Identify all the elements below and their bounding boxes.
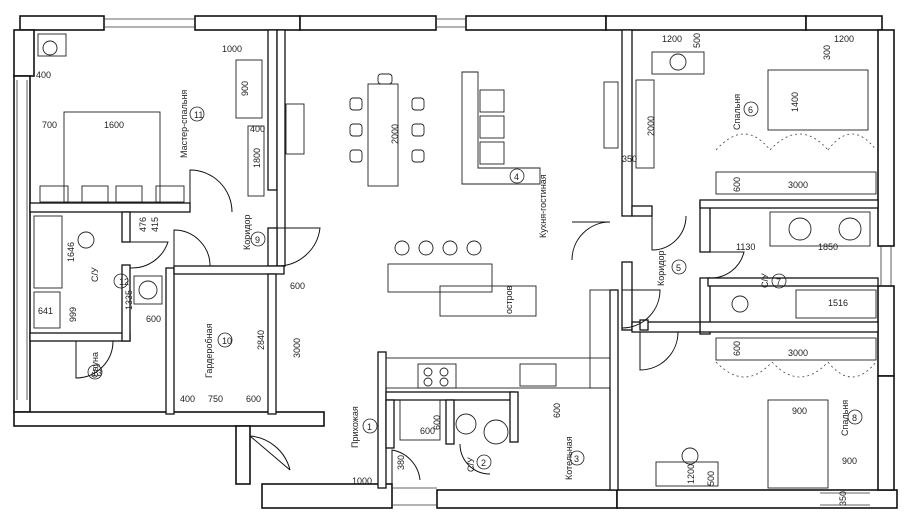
room-bathroom-small-label: С/У — [466, 457, 476, 472]
room-master-bedroom-label: Мастер-спальня — [179, 90, 189, 158]
toilet-left — [77, 231, 95, 249]
dim-2000-table: 2000 — [390, 124, 400, 144]
room-kitchen-living-label: Кухня-гостиная — [538, 174, 548, 238]
dim-2840: 2840 — [256, 330, 266, 350]
room-bathroom-left-label: С/У — [90, 267, 100, 282]
bathtub-left — [33, 215, 63, 289]
dim-500-br: 500 — [692, 33, 702, 48]
dim-500-br3: 500 — [706, 471, 716, 486]
bedroom-top-bed — [767, 69, 869, 131]
dim-380: 380 — [396, 455, 406, 470]
dim-1200-br3: 1200 — [686, 464, 696, 484]
room-boiler-num: 3 — [574, 454, 579, 464]
room-corridor-right-num: 5 — [676, 263, 681, 273]
dim-1600: 1600 — [104, 120, 124, 130]
dim-1000-hall: 1000 — [352, 476, 372, 486]
dim-900-mb: 900 — [240, 81, 250, 96]
dim-350: 350 — [622, 154, 637, 164]
dim-600-br3: 600 — [732, 341, 742, 356]
dim-2000-br: 2000 — [646, 116, 656, 136]
dim-1516: 1516 — [828, 298, 848, 308]
pendant-light — [394, 240, 410, 256]
windows — [16, 18, 892, 506]
room-bathroom-small-num: 2 — [481, 458, 486, 468]
dim-600-br: 600 — [732, 177, 742, 192]
dim-3000-w: 3000 — [292, 338, 302, 358]
room-corridor-left-num: 9 — [255, 235, 260, 245]
dim-750: 750 — [208, 394, 223, 404]
room-sauna-num: 13 — [92, 368, 102, 378]
light-arcs — [715, 133, 877, 378]
room-corridor-left-label: Коридор — [242, 214, 252, 250]
room-hall-label: Прихожая — [350, 406, 360, 448]
master-bed — [63, 111, 161, 203]
dim-600-bath: 600 — [146, 314, 161, 324]
sofa — [461, 71, 541, 185]
room-boiler-label: Котельная — [564, 436, 574, 480]
dim-476: 476 — [138, 217, 148, 232]
room-bathroom-left-num: 12 — [119, 277, 129, 287]
dim-1400-bed: 1400 — [790, 92, 800, 112]
dim-1000-mb: 1000 — [222, 44, 242, 54]
dim-600-boiler: 600 — [552, 403, 562, 418]
dim-1130: 1130 — [736, 242, 755, 252]
furniture — [33, 33, 877, 489]
dim-1335: 1335 — [124, 290, 134, 310]
room-wardrobe-num: 10 — [222, 336, 232, 346]
dim-600-w2: 600 — [246, 394, 261, 404]
dimension-labels: 1000 400 700 1600 900 400 1800 476 415 1… — [36, 33, 857, 506]
dim-400-mb: 400 — [36, 70, 51, 80]
room-bathroom-right-num: 7 — [776, 277, 781, 287]
island-label: остров — [504, 285, 514, 314]
dim-300-br: 300 — [822, 45, 832, 60]
toilet-right — [731, 295, 749, 313]
dim-700: 700 — [42, 120, 57, 130]
dim-1200-br: 1200 — [662, 34, 682, 44]
dim-600-w: 600 — [290, 281, 305, 291]
dim-3000-br3: 3000 — [788, 348, 808, 358]
dim-999: 999 — [68, 307, 78, 322]
room-bedroom-bottom-label: Спальня — [840, 400, 850, 436]
toilet-hall — [455, 413, 477, 435]
dim-600-hall: 600 — [420, 426, 435, 436]
dining-chairs — [349, 73, 425, 163]
room-hall-num: 1 — [367, 422, 372, 432]
dim-1850: 1850 — [818, 242, 838, 252]
dim-1200-br2: 1200 — [834, 34, 854, 44]
dim-400-mb2: 400 — [250, 124, 265, 134]
room-labels: Мастер-спальня 11 Коридор 9 С/У 12 Сауна… — [90, 90, 857, 480]
dim-900-bed: 900 — [792, 406, 807, 416]
bathtub-right — [795, 289, 877, 319]
room-kitchen-living-num: 4 — [514, 172, 519, 182]
dim-1646: 1646 — [66, 242, 76, 262]
bedroom-bottom-bed — [767, 399, 829, 489]
room-bedroom-bottom-num: 8 — [852, 413, 857, 423]
dim-415: 415 — [150, 217, 160, 232]
room-bathroom-right-label: С/У — [760, 273, 770, 288]
room-master-bedroom-num: 11 — [194, 110, 203, 120]
room-wardrobe-label: Гардеробная — [204, 323, 214, 378]
room-bedroom-top-label: Спальня — [732, 94, 742, 130]
dim-400-w: 400 — [180, 394, 195, 404]
dim-641: 641 — [38, 306, 53, 316]
room-number-circles — [87, 101, 863, 470]
doors — [75, 169, 745, 484]
room-bedroom-top-num: 6 — [748, 105, 753, 115]
dim-350-br3: 350 — [838, 491, 848, 506]
dim-3000-br: 3000 — [788, 180, 808, 190]
dim-900-br3: 900 — [842, 456, 857, 466]
room-corridor-right-label: Коридор — [656, 250, 666, 286]
exterior-walls — [13, 15, 898, 509]
dim-600-wc: 600 — [432, 415, 442, 430]
dim-1800-mb: 1800 — [252, 148, 262, 168]
